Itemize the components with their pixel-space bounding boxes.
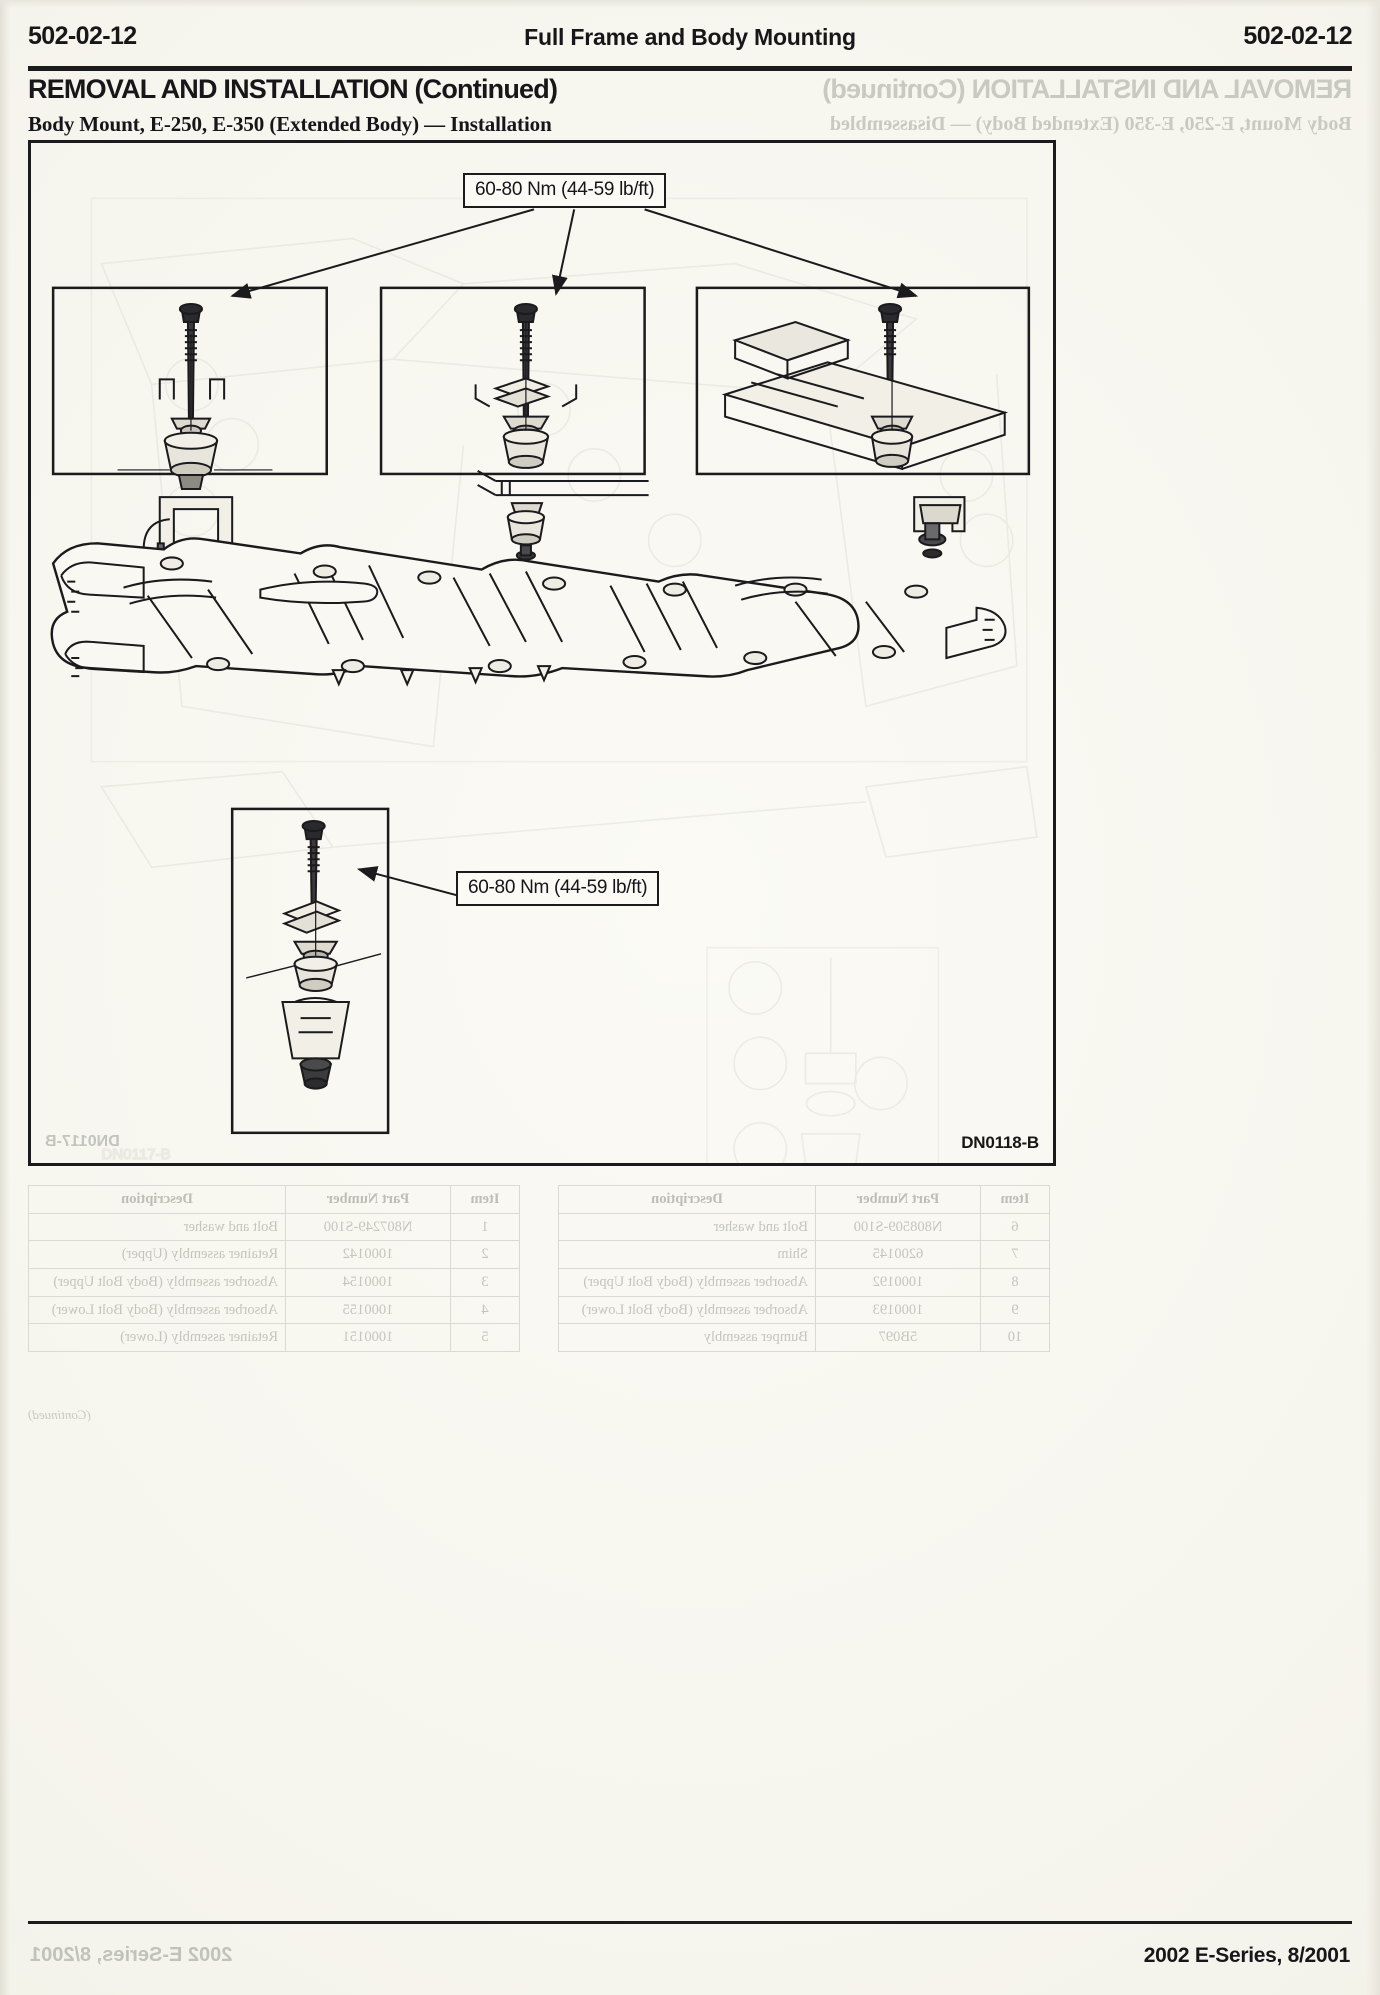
paper-edge-left: [0, 0, 10, 1995]
figure-id-label: DN0118-B: [961, 1133, 1039, 1152]
figure-container: DN0117-B: [28, 140, 1056, 1166]
page-header: 502-02-12 Full Frame and Body Mounting 5…: [28, 22, 1353, 64]
leader-line-lower: [356, 866, 458, 897]
detail-panel-right: [695, 286, 1031, 559]
header-divider: [28, 66, 1352, 71]
header-section-number-left: 502-02-12: [28, 22, 137, 50]
footer-divider: [28, 1921, 1352, 1924]
detail-panel-center: [379, 286, 649, 561]
showthrough-figure-id: DN0117-B: [45, 1133, 120, 1150]
torque-callout-upper: 60-80 Nm (44-59 lb/ft): [463, 173, 667, 208]
sub-heading: Body Mount, E-250, E-350 (Extended Body)…: [28, 112, 552, 136]
detail-panel-bottom: [230, 807, 390, 1135]
frame-details: [60, 556, 1007, 687]
paper-edge-right: [1366, 0, 1380, 1995]
showthrough-footer: 2002 E-Series, 8/2001: [30, 1944, 233, 1966]
leader-lines-upper: [230, 208, 919, 299]
footer-publication: 2002 E-Series, 8/2001: [1143, 1944, 1351, 1967]
frame-assembly: [50, 537, 860, 678]
section-heading: REMOVAL AND INSTALLATION (Continued): [28, 74, 558, 104]
paper-edge-top: [0, 0, 1380, 8]
figure-illustration: [50, 208, 1031, 1135]
torque-callout-lower: 60-80 Nm (44-59 lb/ft): [456, 871, 660, 906]
page-title: Full Frame and Body Mounting: [524, 24, 856, 50]
header-section-number-right: 502-02-12: [1243, 22, 1352, 50]
